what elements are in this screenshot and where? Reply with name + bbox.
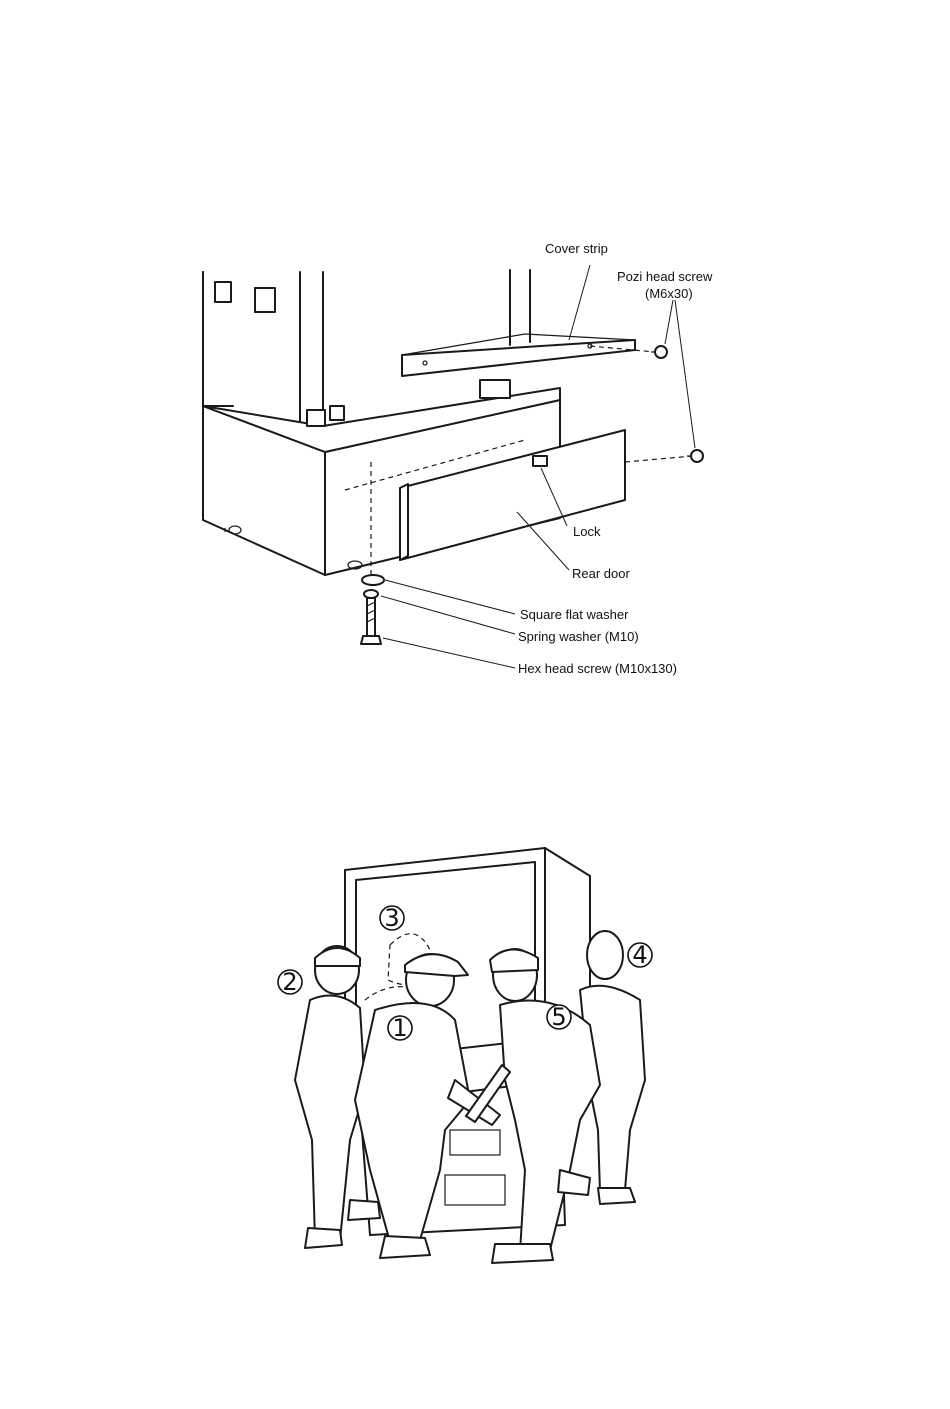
label-rear-door: Rear door xyxy=(572,566,630,581)
lifting-drawing: 1 2 3 4 5 xyxy=(270,840,670,1300)
square-flat-washer xyxy=(362,575,384,585)
marker-4: 4 xyxy=(628,941,652,969)
lock-cylinder xyxy=(533,456,547,466)
assembly-drawing: Cover strip Pozi head screw (M6x30) Lock… xyxy=(195,230,745,700)
marker-2: 2 xyxy=(278,968,302,996)
spring-washer xyxy=(364,590,378,598)
label-lock: Lock xyxy=(573,524,601,539)
label-pozi-screw-size: (M6x30) xyxy=(645,286,693,301)
marker-1-text: 1 xyxy=(392,1014,407,1042)
handle-plate xyxy=(215,282,231,302)
marker-5-text: 5 xyxy=(551,1003,566,1031)
label-spring-washer: Spring washer (M10) xyxy=(518,629,639,644)
label-cover-strip: Cover strip xyxy=(545,241,608,256)
marker-2-text: 2 xyxy=(282,968,297,996)
marker-4-text: 4 xyxy=(632,941,647,969)
label-pozi-head-screw: Pozi head screw xyxy=(617,269,713,284)
label-hex-head-screw: Hex head screw (M10x130) xyxy=(518,661,677,676)
assembly-diagram: Cover strip Pozi head screw (M6x30) Lock… xyxy=(195,230,745,700)
handle-plate xyxy=(255,288,275,312)
cover-strip xyxy=(402,334,655,376)
pozi-screws xyxy=(651,346,703,462)
label-square-flat-washer: Square flat washer xyxy=(520,607,629,622)
lifting-diagram: 1 2 3 4 5 xyxy=(270,840,670,1300)
marker-3-text: 3 xyxy=(384,904,399,932)
